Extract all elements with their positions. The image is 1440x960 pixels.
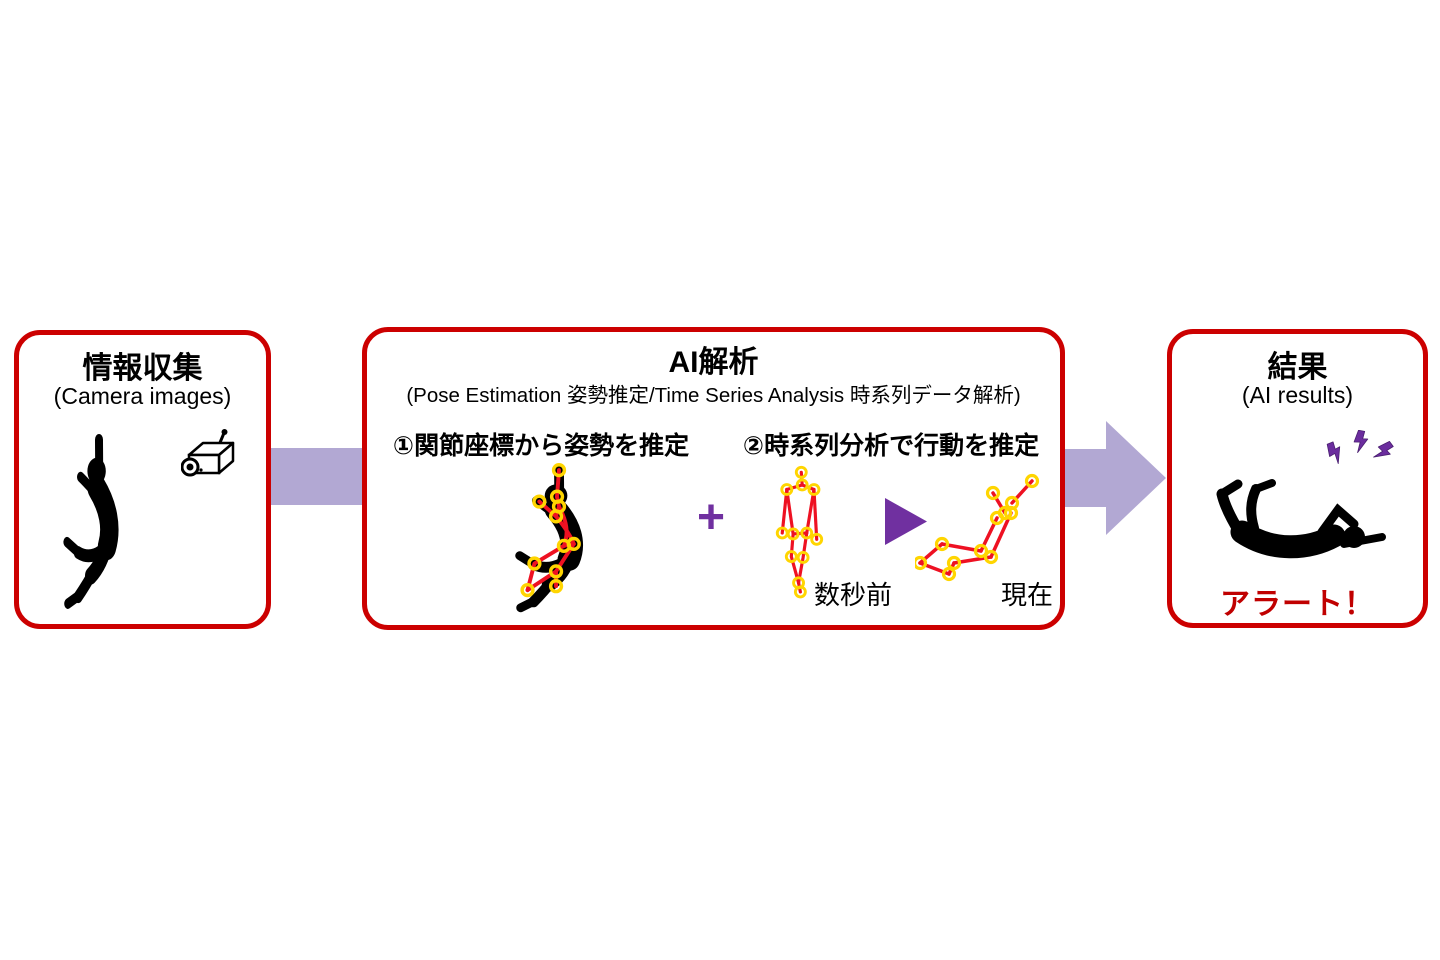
step-box-collection: 情報収集 (Camera images) [14, 330, 271, 629]
flow-arrow-analysis-to-result [1064, 421, 1166, 535]
alert-label: アラート！ [1220, 588, 1375, 621]
step-box-analysis: AI解析 (Pose Estimation 姿勢推定/Time Series A… [362, 327, 1065, 630]
alert-lightning-icon [1326, 430, 1394, 465]
analysis-title: AI解析 [668, 346, 759, 379]
skeleton-fallen-icon [915, 473, 1040, 582]
falling-person-silhouette [51, 427, 147, 613]
pose-estimation-skeleton-icon [500, 458, 618, 616]
step-box-result: 結果 (AI results) アラート！ [1167, 329, 1428, 628]
label-seconds-ago: 数秒前 [814, 580, 893, 610]
analysis-subtitle: (Pose Estimation 姿勢推定/Time Series Analys… [406, 384, 1021, 407]
analysis-point-2: ②時系列分析で行動を推定 [742, 432, 1040, 460]
collection-title: 情報収集 [82, 352, 203, 385]
fallen-person-silhouette [1216, 479, 1386, 559]
skeleton-standing-icon [775, 465, 824, 599]
security-camera-icon [181, 429, 235, 477]
analysis-point-1: ①関節座標から姿勢を推定 [392, 432, 690, 460]
flow-arrow-collection-to-analysis [264, 448, 368, 505]
label-now: 現在 [1001, 580, 1054, 610]
triangle-right-icon [885, 498, 927, 545]
plus-icon: + [696, 491, 726, 544]
result-title: 結果 [1267, 351, 1328, 384]
result-subtitle: (AI results) [1241, 382, 1354, 408]
collection-subtitle: (Camera images) [53, 383, 232, 409]
